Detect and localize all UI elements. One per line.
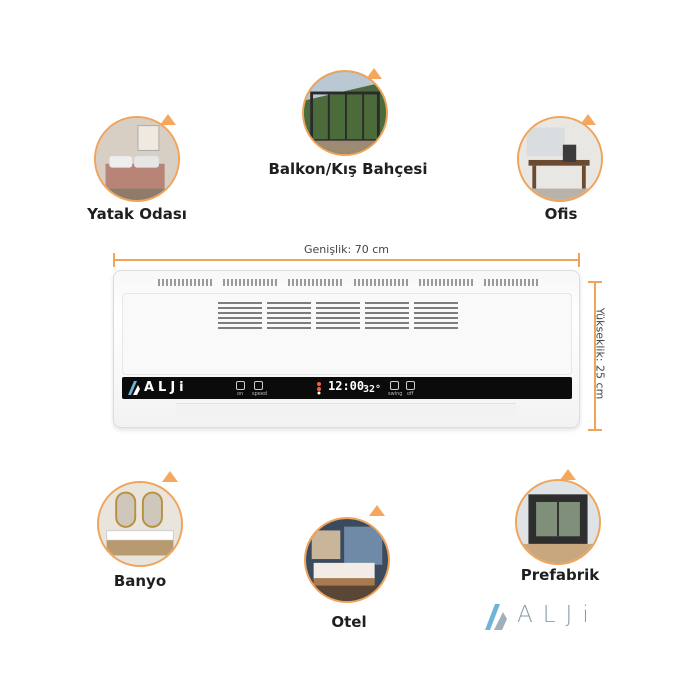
temperature-display: 32° xyxy=(363,384,382,395)
grille-slot xyxy=(365,302,409,330)
power-off-button[interactable] xyxy=(406,381,415,390)
top-vent xyxy=(353,279,408,286)
room-label: Yatak Odası xyxy=(87,205,187,223)
room-label: Balkon/Kış Bahçesi xyxy=(268,160,428,178)
height-dimension-label: Yükseklik: 25 cm xyxy=(593,307,607,400)
grille-slot xyxy=(218,302,262,330)
status-indicator-icon xyxy=(317,382,321,395)
room-pointer xyxy=(560,469,576,480)
room-label: Banyo xyxy=(113,572,167,590)
top-vent xyxy=(483,279,538,286)
power-on-label: on xyxy=(237,391,244,397)
room-label: Otel xyxy=(331,613,367,631)
prefab-house-photo-icon xyxy=(515,479,601,565)
grille-slot xyxy=(316,302,360,330)
device-brand: ALJi xyxy=(144,380,188,395)
time-display: 12:00 xyxy=(328,379,365,393)
sunroom-photo-icon xyxy=(302,70,388,156)
power-on-button[interactable] xyxy=(236,381,245,390)
room-pointer xyxy=(580,114,596,125)
top-vent xyxy=(158,279,212,286)
office-photo-icon xyxy=(517,116,603,202)
height-dimension-cap-top xyxy=(588,281,602,283)
top-vents xyxy=(158,279,538,287)
air-outlet xyxy=(176,403,516,417)
brand-logo: ALJi xyxy=(485,600,620,636)
grille-slot xyxy=(414,302,458,330)
swing-label: swing xyxy=(388,391,403,397)
top-vent xyxy=(288,279,343,286)
width-dimension-cap-left xyxy=(113,253,115,267)
width-dimension-label: Genişlik: 70 cm xyxy=(304,243,389,256)
swing-button[interactable] xyxy=(390,381,399,390)
width-dimension-line xyxy=(113,259,580,261)
room-pointer xyxy=(366,68,382,79)
top-vent xyxy=(418,279,473,286)
height-dimension-line xyxy=(594,281,596,431)
alji-logo-icon xyxy=(128,381,140,395)
speed-button[interactable] xyxy=(254,381,263,390)
room-label: Prefabrik xyxy=(520,566,600,584)
power-off-label: off xyxy=(407,391,414,397)
room-label: Ofis xyxy=(544,205,578,223)
room-pointer xyxy=(162,471,178,482)
speed-label: speed xyxy=(252,391,268,397)
hotel-room-photo-icon xyxy=(304,517,390,603)
room-pointer xyxy=(160,114,176,125)
width-dimension-cap-right xyxy=(578,253,580,267)
top-vent xyxy=(223,279,278,286)
air-grille xyxy=(218,302,458,330)
bathroom-photo-icon xyxy=(97,481,183,567)
alji-logo-icon xyxy=(485,604,507,630)
room-pointer xyxy=(369,505,385,516)
height-dimension-cap-bottom xyxy=(588,429,602,431)
brand-logo-text: ALJi xyxy=(517,602,599,628)
bedroom-photo-icon xyxy=(94,116,180,202)
control-panel: ALJi on speed 12:00 32° swing off xyxy=(122,377,572,399)
grille-slot xyxy=(267,302,311,330)
wall-heater: ALJi on speed 12:00 32° swing off xyxy=(113,270,580,428)
